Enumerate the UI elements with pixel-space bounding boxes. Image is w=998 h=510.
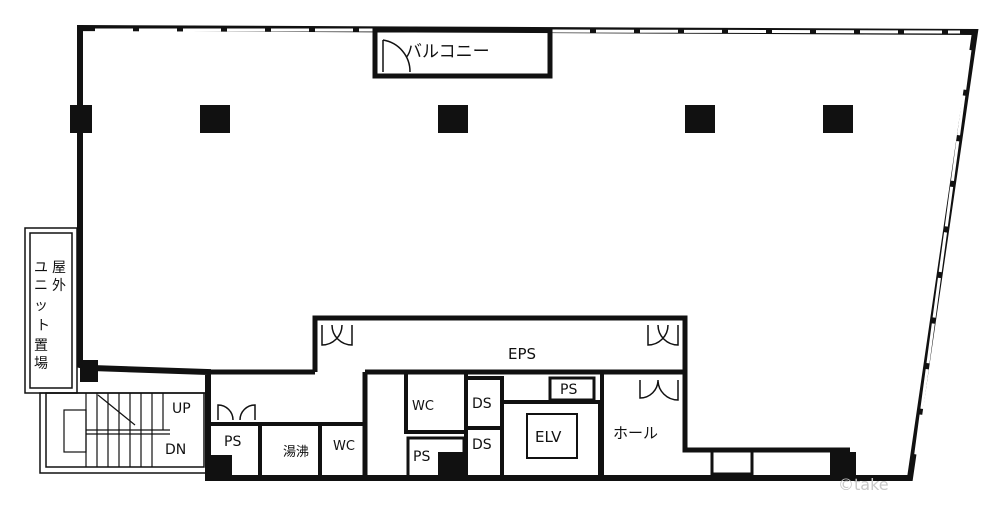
stairs-up-label: UP	[172, 401, 191, 417]
stairs-down-label: DN	[165, 442, 186, 458]
outdoor-unit-label: 外	[52, 278, 66, 294]
stairs: UP DN	[39, 392, 209, 474]
elevator-label: ELV	[535, 428, 562, 446]
ps-left-label: PS	[224, 434, 241, 450]
ds-top-label: DS	[472, 396, 492, 412]
core: EPS PS PS PS 湯沸 WC WC DS DS ELV ホール	[208, 315, 850, 480]
outdoor-unit-label: 場	[34, 356, 48, 372]
eps-label: EPS	[508, 345, 536, 363]
balcony-label: バルコニー	[405, 42, 490, 62]
columns	[70, 105, 856, 478]
outdoor-unit-label: ッ	[34, 298, 48, 314]
hall-label: ホール	[613, 424, 658, 442]
ps-bottom-label: PS	[413, 449, 430, 465]
balcony: バルコニー	[372, 27, 553, 79]
outdoor-unit-area: 屋 外 ユ ニ ッ ト 置 場	[24, 227, 78, 394]
outdoor-unit-label: ニ	[34, 278, 48, 294]
outdoor-unit-label: 置	[34, 338, 48, 354]
wc-bottom-label: WC	[333, 439, 355, 454]
kitchenette-label: 湯沸	[283, 445, 309, 460]
outdoor-unit-label: ト	[36, 318, 50, 334]
wc-top-label: WC	[412, 399, 434, 414]
outer-walls	[77, 24, 979, 481]
ps-top-label: PS	[560, 382, 577, 398]
outdoor-unit-label: 屋	[52, 260, 66, 276]
watermark: ©take	[838, 475, 889, 494]
outdoor-unit-label: ユ	[34, 260, 48, 276]
ds-bottom-label: DS	[472, 437, 492, 453]
